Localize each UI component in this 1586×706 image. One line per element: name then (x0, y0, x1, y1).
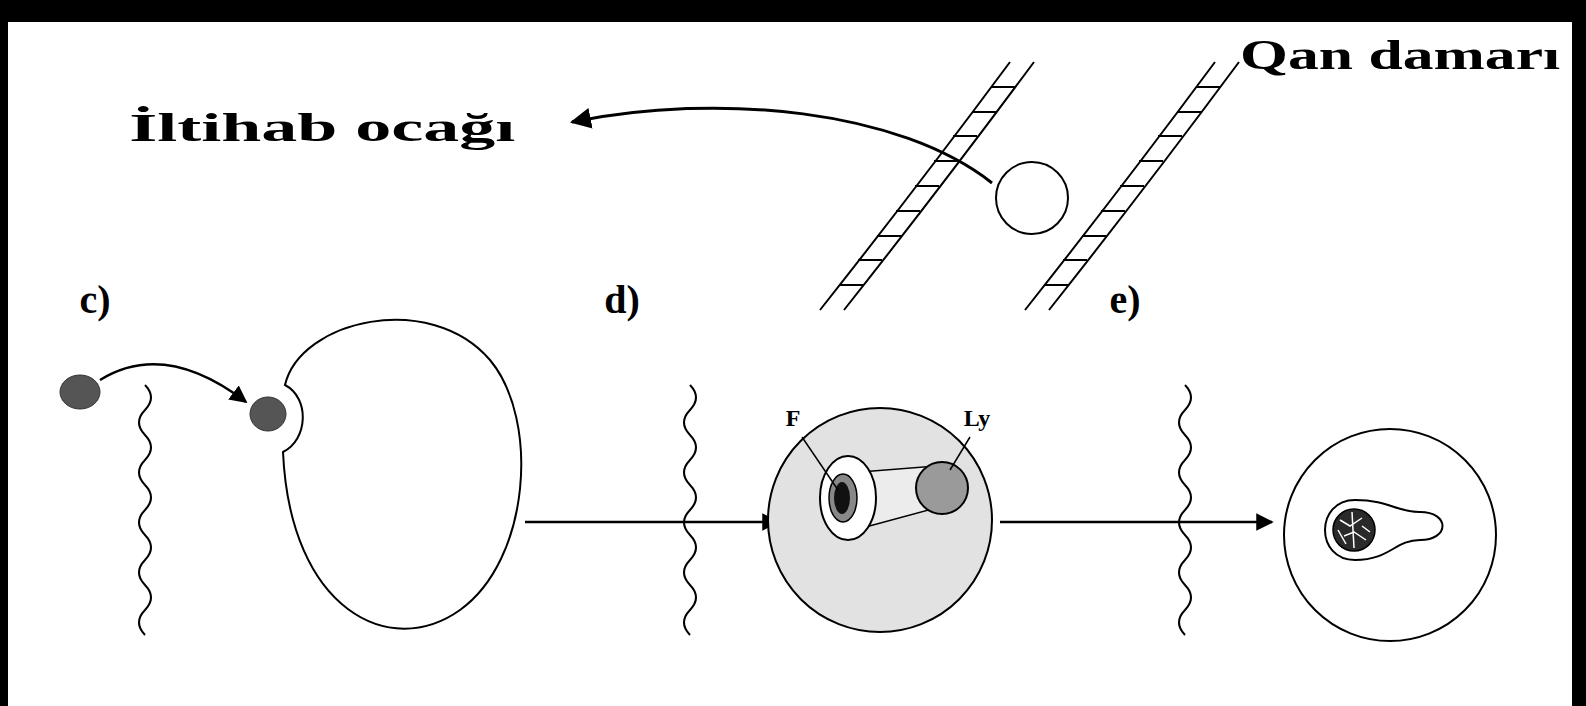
bacterium (250, 397, 286, 431)
stage-label: c) (79, 278, 110, 322)
approach-arrow (100, 364, 246, 402)
stage-label: d) (604, 278, 640, 322)
lysosome (916, 462, 968, 514)
leader-line (802, 437, 838, 490)
fragments (1338, 512, 1370, 548)
leader-line (950, 437, 970, 470)
bacterium (60, 375, 100, 409)
phagosome (820, 456, 876, 540)
vessel-label: Qan damarı (1240, 32, 1560, 78)
phagocyte (283, 320, 521, 629)
step-arrow (1000, 521, 1272, 524)
organelle-label: Ly (964, 405, 991, 431)
organelle-label: F (786, 405, 801, 431)
region-label: İltihab ocağı (129, 106, 515, 150)
phagocyte (768, 408, 992, 632)
leukocyte (996, 162, 1068, 234)
digested-bacterium (1333, 509, 1375, 551)
step-arrow (525, 521, 778, 524)
bacterium (829, 474, 857, 522)
stage-label: e) (1109, 278, 1140, 322)
migration-arrow (572, 108, 992, 183)
phagocyte (1284, 429, 1496, 641)
phagolysosome (1325, 500, 1443, 560)
